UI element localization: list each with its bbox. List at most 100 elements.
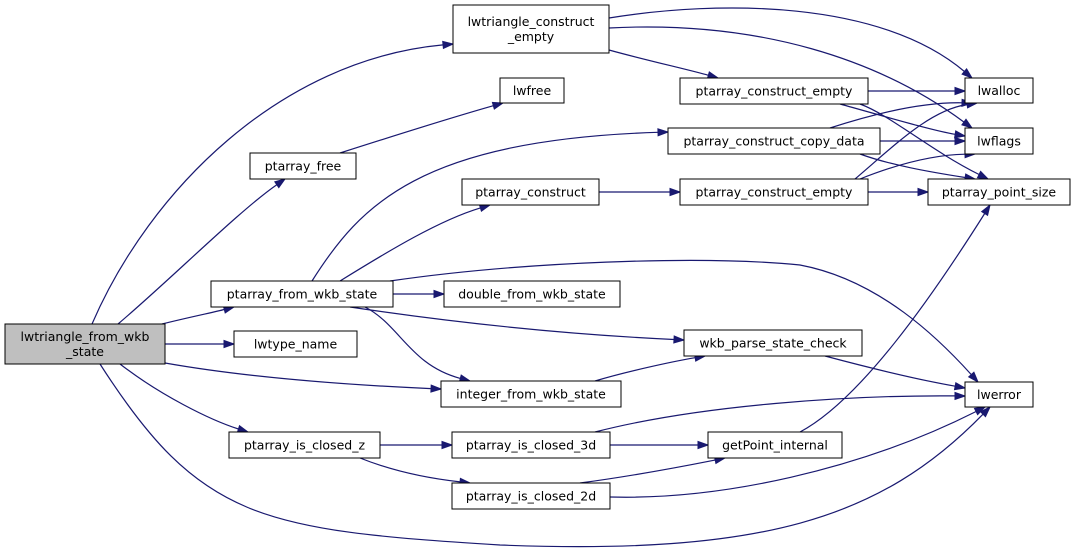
edge-line	[99, 363, 984, 548]
node-label: getPoint_internal	[722, 438, 828, 453]
arrowhead	[491, 101, 505, 110]
edge-ptarray_from_wkb_state-to-wkb_parse_state_check	[349, 306, 686, 344]
node-box	[707, 431, 843, 459]
edge-line	[824, 355, 956, 387]
edge-ptarray_from_wkb_state-to-ptarray_construct	[339, 203, 492, 282]
node-label: ptarray_point_size	[942, 185, 1057, 200]
node-ptarray-from-wkb-state[interactable]: ptarray_from_wkb_state	[210, 280, 394, 308]
node-box	[964, 127, 1034, 155]
node-ptarray-construct-copy-data[interactable]: ptarray_construct_copy_data	[667, 127, 881, 155]
edge-ptarray_is_closed_2d-to-lwerror	[609, 406, 987, 498]
edge-ptarray_from_wkb_state-to-lwerror	[389, 259, 980, 384]
edge-ptarray_is_closed_3d-to-getPoint_internal	[610, 440, 710, 450]
node-box	[964, 381, 1034, 408]
node-lwtype-name[interactable]: lwtype_name	[233, 330, 358, 358]
node-label: lwtriangle_construct	[468, 14, 595, 29]
edge-lwtriangle_from_wkb_state-to-lwerror	[99, 363, 992, 548]
edge-line	[608, 7, 965, 72]
edge-line	[594, 357, 696, 382]
node-label: lwtype_name	[254, 337, 338, 352]
arrowhead	[273, 178, 287, 189]
node-lwtriangle-construct-empty[interactable]: lwtriangle_construct_empty	[452, 4, 610, 54]
edge-line	[859, 103, 980, 176]
node-wkb-parse-state-check[interactable]: wkb_parse_state_check	[683, 329, 863, 357]
node-label: lwalloc	[978, 83, 1021, 98]
node-ptarray-is-closed-3d[interactable]: ptarray_is_closed_3d	[451, 431, 611, 459]
edge-ptarray_from_wkb_state-to-integer_from_wkb_state	[364, 306, 472, 383]
node-box	[499, 77, 565, 104]
node-label: ptarray_from_wkb_state	[227, 287, 378, 302]
node-box	[683, 329, 863, 357]
arrowhead	[961, 68, 974, 79]
edge-line	[389, 259, 972, 376]
arrowhead	[441, 440, 454, 450]
edge-lwtriangle_from_wkb_state-to-ptarray_is_closed_z	[119, 363, 250, 433]
node-ptarray-point-size[interactable]: ptarray_point_size	[927, 178, 1071, 206]
edge-line	[859, 153, 966, 179]
edge-ptarray_construct_empty_a-to-ptarray_point_size	[859, 103, 990, 180]
edge-line	[117, 184, 278, 325]
edge-line	[91, 44, 444, 325]
node-integer-from-wkb-state[interactable]: integer_from_wkb_state	[440, 380, 622, 408]
arrowhead	[967, 371, 980, 384]
node-lwalloc[interactable]: lwalloc	[964, 77, 1034, 104]
edge-lwtriangle_from_wkb_state-to-ptarray_from_wkb_state	[161, 305, 236, 325]
arrowhead	[953, 130, 967, 139]
node-label: double_from_wkb_state	[458, 287, 606, 302]
node-box	[210, 280, 394, 308]
node-box	[964, 77, 1034, 104]
node-box	[667, 127, 881, 155]
edges-layer	[91, 7, 992, 548]
edge-ptarray_construct_empty_a-to-lwflags	[839, 103, 967, 139]
edge-line	[339, 105, 494, 154]
nodes-layer: lwtriangle_from_wkb_state lwtriangle_cons…	[4, 4, 1071, 510]
arrowhead	[980, 203, 991, 217]
node-lwtriangle-from-wkb-state[interactable]: lwtriangle_from_wkb_state	[4, 323, 166, 365]
node-box	[679, 77, 869, 105]
node-ptarray-is-closed-z[interactable]: ptarray_is_closed_z	[228, 431, 381, 459]
node-label: ptarray_is_closed_z	[244, 438, 365, 453]
node-box	[440, 380, 622, 408]
node-box	[927, 178, 1071, 206]
arrowhead	[669, 187, 682, 197]
node-label: wkb_parse_state_check	[699, 336, 847, 351]
edge-ptarray_is_closed_3d-to-lwerror	[594, 391, 967, 433]
edge-line	[799, 213, 986, 433]
arrowhead	[673, 335, 686, 344]
arrowhead	[954, 136, 967, 146]
node-getPoint-internal[interactable]: getPoint_internal	[707, 431, 843, 459]
edge-ptarray_from_wkb_state-to-ptarray_construct_copy_data	[311, 128, 670, 282]
node-label: ptarray_construct_empty	[696, 84, 854, 99]
node-double-from-wkb-state[interactable]: double_from_wkb_state	[443, 280, 621, 308]
edge-ptarray_construct_copy_data-to-lwflags	[879, 136, 967, 146]
node-box	[452, 4, 610, 54]
arrowhead	[697, 440, 710, 450]
node-box	[233, 330, 358, 358]
node-lwfree[interactable]: lwfree	[499, 77, 565, 104]
edge-line	[608, 26, 965, 123]
node-label: ptarray_construct	[475, 185, 586, 200]
arrowhead	[954, 86, 967, 96]
edge-ptarray_construct_empty_b-to-lwflags	[859, 150, 977, 180]
edge-line	[161, 308, 225, 325]
edge-lwtriangle_construct_empty-to-lwflags	[608, 26, 974, 129]
node-label: lwtriangle_from_wkb	[21, 329, 150, 344]
node-lwerror[interactable]: lwerror	[964, 381, 1034, 408]
node-ptarray-free[interactable]: ptarray_free	[249, 152, 357, 180]
node-label: lwerror	[977, 387, 1022, 402]
edge-line	[359, 457, 461, 483]
arrowhead	[917, 187, 930, 197]
node-label: ptarray_is_closed_3d	[466, 438, 596, 453]
node-lwflags[interactable]: lwflags	[964, 127, 1034, 155]
arrowhead	[954, 391, 967, 401]
edge-line	[349, 306, 675, 341]
edge-lwtriangle_construct_empty-to-lwalloc	[608, 7, 974, 79]
node-box	[451, 431, 611, 459]
node-ptarray-construct-empty-b[interactable]: ptarray_construct_empty	[679, 178, 869, 206]
arrowhead	[223, 339, 236, 349]
node-ptarray-construct-empty-a[interactable]: ptarray_construct_empty	[679, 77, 869, 105]
edge-ptarray_construct_empty_b-to-ptarray_point_size	[867, 187, 930, 197]
node-ptarray-is-closed-2d[interactable]: ptarray_is_closed_2d	[451, 482, 611, 510]
node-ptarray-construct[interactable]: ptarray_construct	[461, 178, 600, 206]
